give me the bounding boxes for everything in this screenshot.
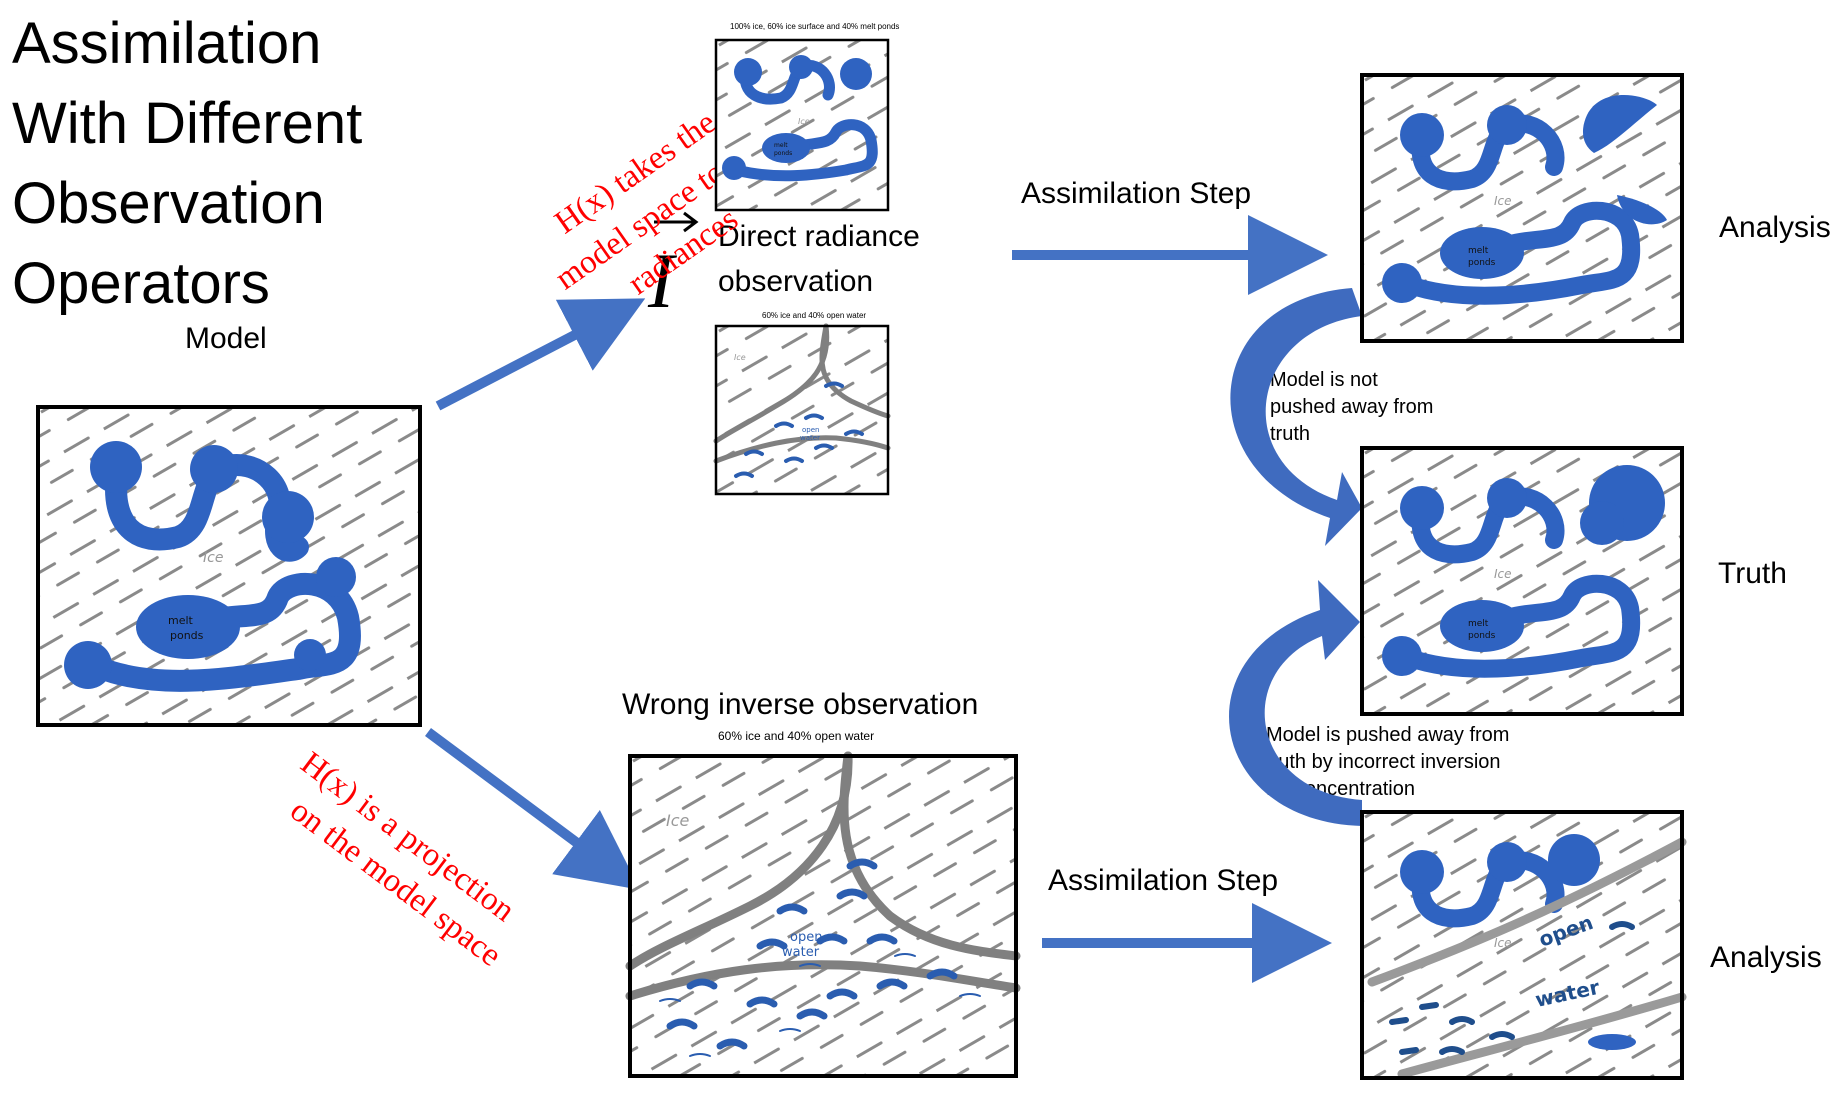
note-not-pushed: Model is not pushed away from truth [1270,369,1434,445]
sketch-ponds-label-3: ponds [1468,258,1496,268]
sketch-ice-label-4: Ice [666,811,690,830]
wrong-inverse-caption: 60% ice and 40% open water [718,729,875,743]
analysis-top-panel: Ice melt ponds [1360,73,1684,343]
sketch-ice-label-3: Ice [734,353,746,362]
model-label: Model [185,322,267,355]
direct-caption-top: 100% ice, 60% ice surface and 40% melt p… [730,22,900,31]
direct-caption-bottom: 60% ice and 40% open water [762,311,867,320]
sketch-ice-label-7: Ice [1494,936,1512,950]
curved-arrow-top [1230,288,1362,546]
vector-arrow-icon [654,211,699,233]
radiance-vector-symbol: I [648,237,674,324]
sketch-melt-label-2: melt [774,142,788,149]
wrong-inverse-panel: Ice open water [625,751,1021,1078]
sketch-ponds-label: ponds [170,629,204,642]
arrow-model-to-inverse [425,727,641,890]
arrow-model-to-radiance [435,298,646,411]
direct-observation-label: Direct radiance observation [718,220,920,298]
sketch-melt-label-3: melt [1468,246,1489,256]
sketch-open-label: open [802,426,819,434]
sketch-ice-label-6: Ice [1494,567,1512,581]
wrong-inverse-label: Wrong inverse observation [622,688,979,721]
direct-obs-water-panel: Ice open water [713,323,891,496]
truth-panel: Ice melt ponds [1360,446,1684,716]
sketch-ponds-label-2: ponds [774,150,792,157]
analysis-bottom-panel: open water Ice [1360,810,1687,1080]
sketch-ice-label-5: Ice [1494,194,1512,208]
model-panel: Ice melt ponds [36,405,422,727]
sketch-melt-label: melt [168,614,194,627]
sketch-water-label: water [800,434,820,442]
direct-obs-ponds-panel: Ice melt ponds [714,38,890,212]
assimilation-step-top: Assimilation Step [1021,177,1252,210]
assimilation-step-bottom: Assimilation Step [1048,864,1279,897]
sketch-water-label-2: water [782,945,820,960]
truth-label: Truth [1718,557,1787,590]
sketch-ice-label-2: Ice [798,117,810,126]
analysis-top-label: Analysis [1719,211,1831,244]
sketch-melt-label-4: melt [1468,619,1489,629]
sketch-ice-label: Ice [203,550,223,566]
sketch-ponds-label-4: ponds [1468,631,1496,641]
analysis-bottom-label: Analysis [1710,941,1822,974]
sketch-open-label-2: open [790,930,822,945]
curved-arrow-bottom [1229,580,1362,826]
diagram-title: Assimilation With Different Observation … [12,11,363,316]
